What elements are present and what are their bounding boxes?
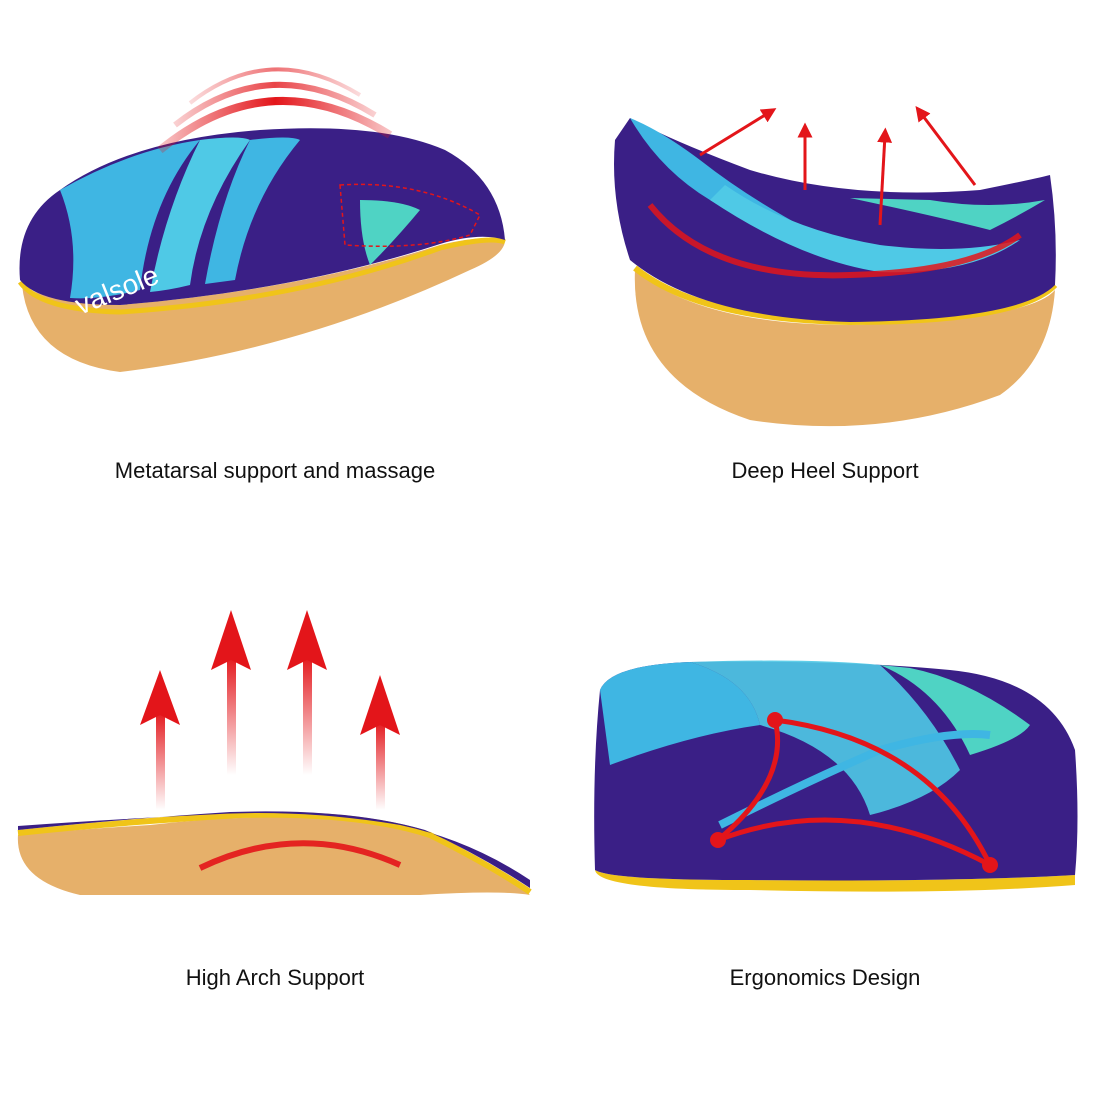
- up-arrow-icon: [287, 610, 327, 775]
- panel-metatarsal: valsole Metatarsal support and massage: [0, 0, 550, 550]
- panel-high-arch: High Arch Support: [0, 550, 550, 1100]
- insole-side-arch-view-icon: [17, 610, 532, 895]
- panel-deep-heel: Deep Heel Support: [550, 0, 1100, 550]
- insole-top-ergonomic-view-icon: [594, 660, 1078, 892]
- panel-caption: Metatarsal support and massage: [114, 458, 436, 483]
- panel-caption: High Arch Support: [185, 965, 365, 990]
- panel-ergonomics: Ergonomics Design: [550, 550, 1100, 1100]
- up-arrow-icon: [211, 610, 251, 775]
- up-arrow-icon: [140, 670, 180, 810]
- insole-forefoot-view-icon: valsole: [17, 67, 506, 372]
- up-arrow-icon: [360, 675, 400, 810]
- panel-caption: Ergonomics Design: [729, 965, 921, 990]
- panel-caption: Deep Heel Support: [731, 458, 919, 483]
- insole-heel-cup-view-icon: [614, 106, 1058, 427]
